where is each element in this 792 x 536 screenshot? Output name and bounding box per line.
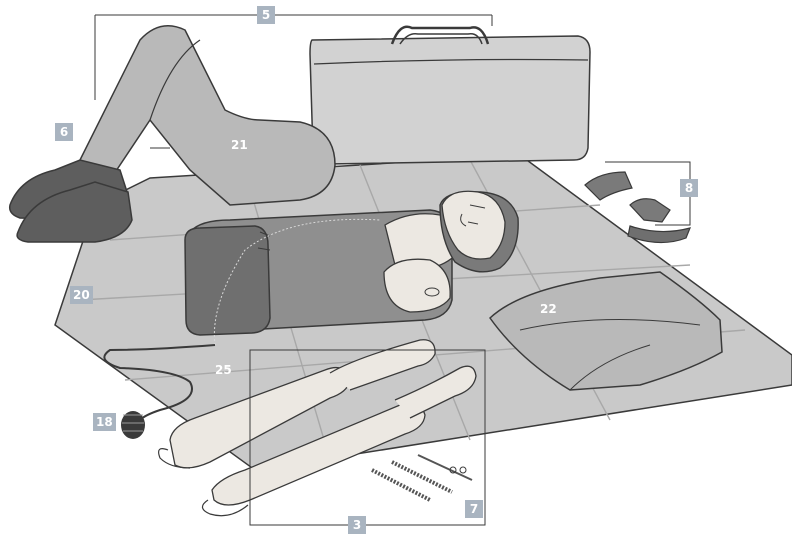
springs bbox=[372, 455, 472, 500]
callout-5: 5 bbox=[257, 6, 275, 24]
callout-8: 8 bbox=[680, 179, 698, 197]
callout-3: 3 bbox=[348, 516, 366, 534]
callout-21: 21 bbox=[231, 138, 248, 152]
callout-22: 22 bbox=[540, 302, 557, 316]
callout-6: 6 bbox=[55, 123, 73, 141]
carry-bag bbox=[310, 27, 590, 164]
callout-20: 20 bbox=[70, 286, 93, 304]
callout-7: 7 bbox=[465, 500, 483, 518]
callout-18: 18 bbox=[93, 413, 116, 431]
callout-25: 25 bbox=[215, 363, 232, 377]
